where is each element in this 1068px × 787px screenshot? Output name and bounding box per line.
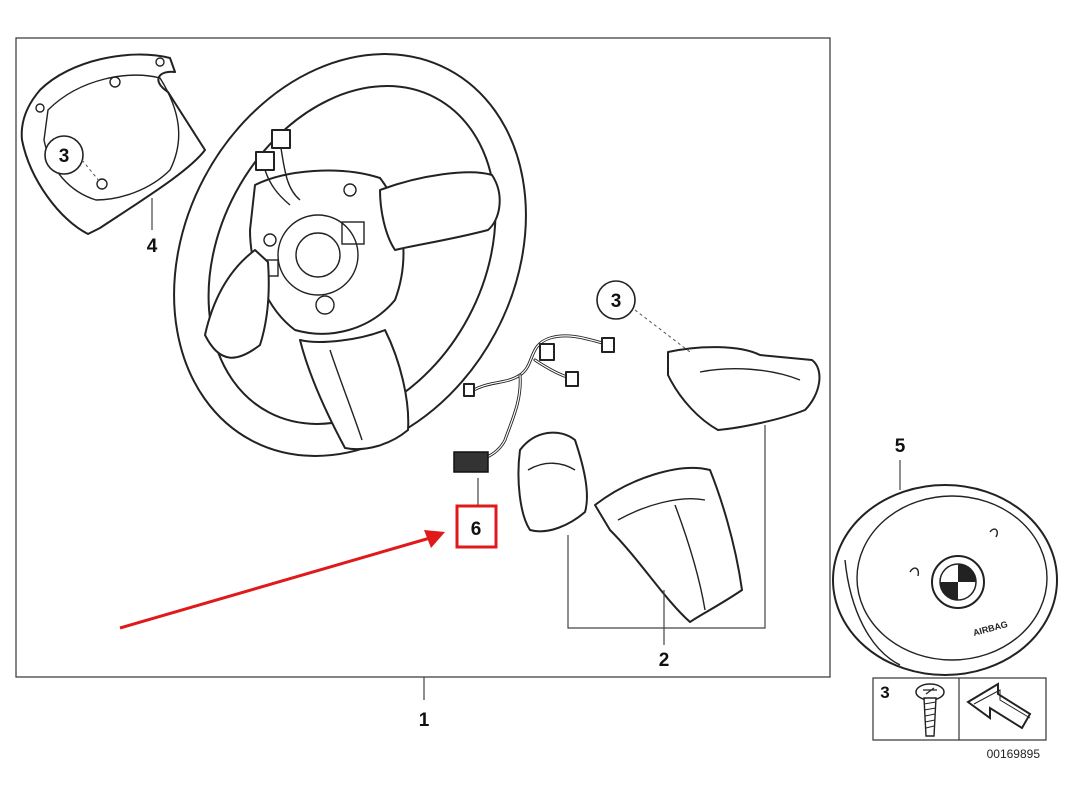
steering-wheel [173, 53, 527, 457]
assembly-frame [15, 37, 831, 678]
trim-cover-label: 2 [659, 650, 670, 671]
harness-connector [453, 451, 489, 473]
airbag-part: 5 AIRBAG [832, 436, 1058, 676]
assembly-label: 1 [419, 710, 430, 731]
wiring-harness-part: 6 [453, 334, 615, 549]
rear-cover-part: 3 4 [20, 53, 206, 257]
harness-label: 6 [471, 519, 482, 540]
trim-cover-part: 3 2 [517, 280, 821, 671]
trim-screw-circle [596, 280, 636, 320]
red-pointer-arrow [119, 530, 445, 630]
screw-icon [915, 683, 945, 737]
rear-cover-screw-label: 3 [59, 146, 70, 167]
legend-screw-label: 3 [880, 683, 889, 702]
rear-cover-screw-circle [44, 135, 84, 175]
rear-cover-label: 4 [147, 236, 158, 257]
harness-highlight-box [455, 504, 498, 549]
diagram-number: 00169895 [987, 747, 1041, 761]
airbag-label: 5 [895, 436, 906, 457]
screw-legend: 3 [872, 677, 1047, 741]
direction-arrow-icon [966, 682, 1032, 730]
trim-screw-label: 3 [611, 291, 622, 312]
